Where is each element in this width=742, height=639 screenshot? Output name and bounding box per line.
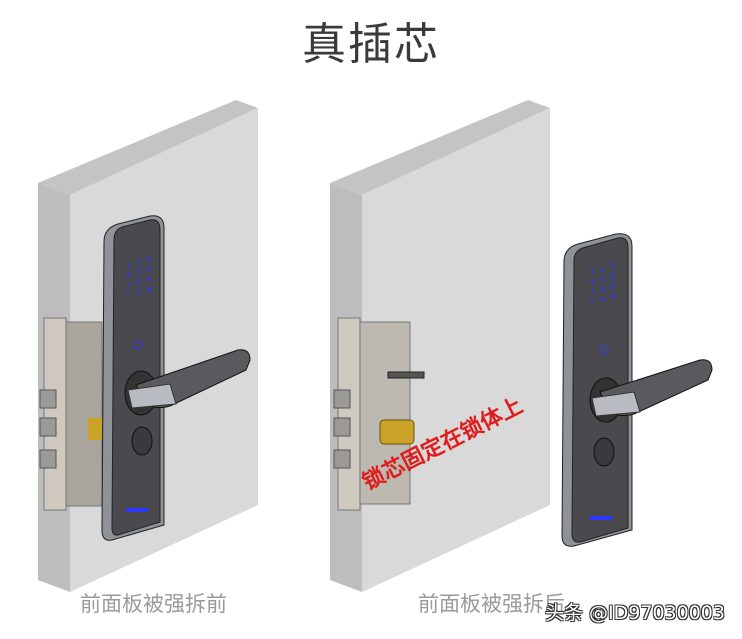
keypad-key[interactable]: # — [610, 292, 617, 301]
mortise-lock-body — [333, 317, 425, 511]
keypad-key[interactable]: # — [146, 285, 153, 294]
keypad-key[interactable]: 8 — [600, 285, 605, 294]
keypad-key[interactable]: 1 — [126, 261, 131, 270]
brand-logo — [590, 516, 612, 520]
door-top-edge — [38, 100, 258, 195]
lock-cylinder — [379, 419, 415, 445]
caption-before: 前面板被强拆前 — [80, 592, 227, 616]
keypad-key[interactable]: 8 — [136, 278, 141, 287]
card-reader-icon — [599, 345, 609, 355]
keypad-key[interactable]: 4 — [126, 271, 131, 280]
keypad-key[interactable]: 2 — [136, 258, 141, 267]
page-title: 真插芯 — [302, 19, 440, 70]
keypad-key[interactable]: 6 — [610, 272, 615, 281]
spindle — [387, 371, 425, 379]
door-top-edge — [330, 100, 550, 195]
keyhole-cover — [131, 426, 153, 456]
keypad-key[interactable]: 0 — [136, 288, 141, 297]
keypad-key[interactable]: * — [590, 298, 594, 307]
keypad-key[interactable]: 2 — [600, 265, 605, 274]
keypad-key[interactable]: 7 — [126, 281, 131, 290]
keypad-key[interactable]: * — [126, 291, 130, 300]
keypad-key[interactable]: 5 — [136, 268, 141, 277]
keypad-key[interactable]: 3 — [610, 262, 615, 271]
keypad-key[interactable]: 7 — [590, 288, 595, 297]
keyhole-cover — [593, 437, 615, 467]
keypad-key[interactable]: 4 — [590, 278, 595, 287]
keypad-key[interactable]: 1 — [590, 268, 595, 277]
keypad-key[interactable]: 9 — [610, 282, 615, 291]
keypad-key[interactable]: 9 — [146, 275, 151, 284]
keypad-key[interactable]: 3 — [146, 255, 151, 264]
keypad-key[interactable]: 5 — [600, 275, 605, 284]
caption-after: 前面板被强拆后 — [418, 592, 565, 616]
lock-cylinder — [88, 418, 102, 440]
keypad-key[interactable]: 0 — [600, 295, 605, 304]
mortise-lock-body — [39, 317, 103, 511]
watermark: 头条 @ID97030003 — [545, 602, 725, 624]
card-reader-icon — [133, 340, 143, 350]
keypad-key[interactable]: 6 — [146, 265, 151, 274]
brand-logo — [126, 508, 148, 512]
